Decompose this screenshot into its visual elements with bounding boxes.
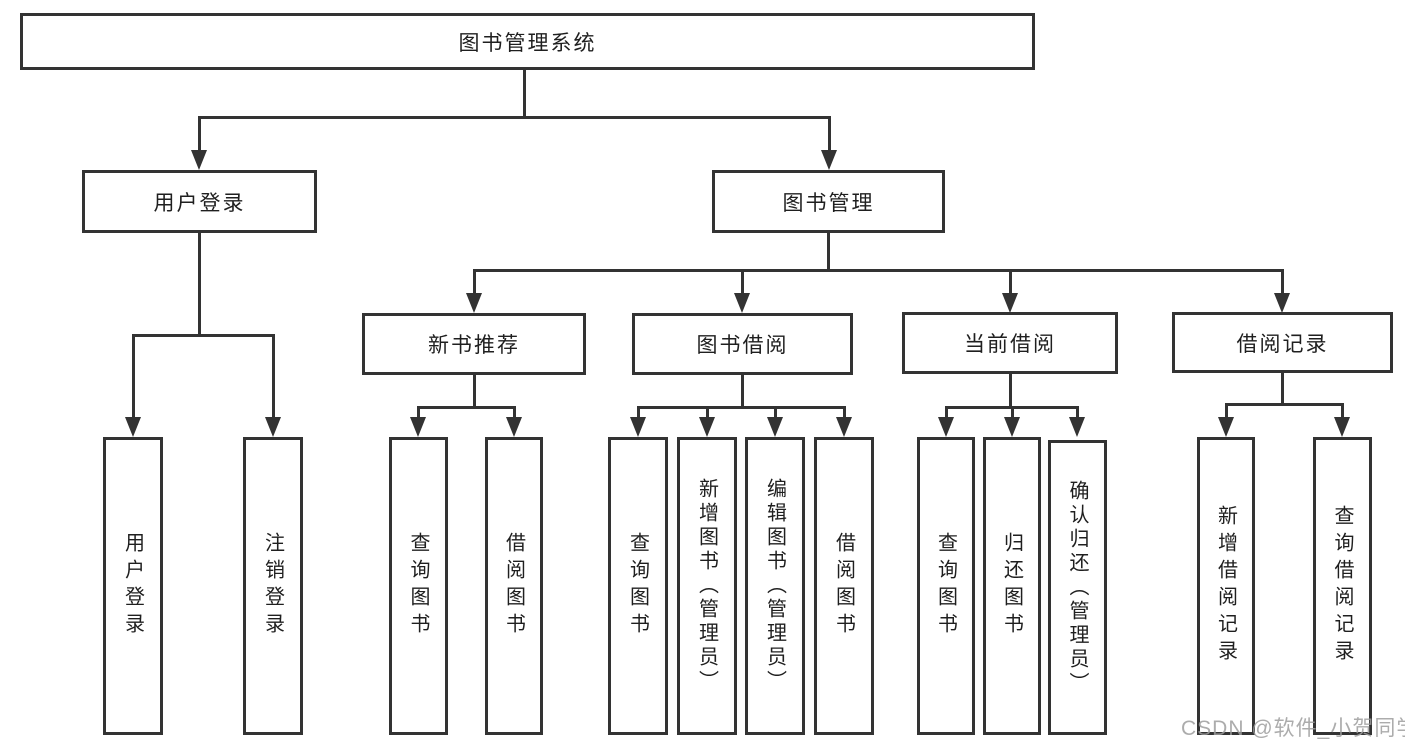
connector-line — [272, 334, 275, 419]
connector-line — [1076, 406, 1079, 419]
leaf-label: 借阅图书 — [502, 532, 525, 640]
leaf-label: 借阅图书 — [832, 532, 855, 640]
leaf-edit-book-admin: 编辑图书（管理员） — [745, 437, 805, 735]
node-book-management: 图书管理 — [712, 170, 945, 233]
leaf-label: 查询图书 — [626, 532, 649, 640]
connector-line — [843, 406, 846, 419]
leaf-logout: 注销登录 — [243, 437, 303, 735]
connector-line — [828, 116, 831, 152]
arrow-down-icon — [1004, 417, 1020, 437]
arrow-down-icon — [466, 293, 482, 313]
connector-line — [741, 375, 744, 409]
connector-line — [1281, 269, 1284, 294]
arrow-down-icon — [191, 150, 207, 170]
arrow-down-icon — [1218, 417, 1234, 437]
leaf-label: 编辑图书（管理员） — [763, 478, 786, 694]
arrow-down-icon — [767, 417, 783, 437]
leaf-query-books-recommend: 查询图书 — [389, 437, 448, 735]
leaf-label: 查询图书 — [407, 532, 429, 640]
arrow-down-icon — [630, 417, 646, 437]
connector-line — [1225, 403, 1228, 419]
leaf-label: 用户登录 — [121, 532, 144, 640]
connector-line — [473, 375, 476, 409]
leaf-label: 确认归还（管理员） — [1066, 479, 1088, 696]
connector-line — [198, 233, 201, 336]
connector-line — [637, 406, 846, 409]
arrow-down-icon — [125, 417, 141, 437]
connector-line — [523, 70, 526, 118]
arrow-down-icon — [1002, 293, 1018, 313]
arrow-down-icon — [1334, 417, 1350, 437]
node-library-management-system: 图书管理系统 — [20, 13, 1035, 70]
connector-line — [417, 406, 420, 419]
leaf-label: 查询借阅记录 — [1331, 505, 1353, 667]
connector-line — [1011, 406, 1014, 419]
connector-line — [1009, 374, 1012, 409]
arrow-down-icon — [734, 293, 750, 313]
connector-line — [827, 233, 830, 271]
connector-line — [473, 269, 476, 294]
leaf-label: 查询图书 — [934, 532, 957, 640]
leaf-borrow-books-borrowing: 借阅图书 — [814, 437, 874, 735]
connector-line — [1281, 373, 1284, 406]
connector-line — [132, 334, 135, 419]
leaf-add-book-admin: 新增图书（管理员） — [677, 437, 737, 735]
connector-line — [198, 116, 831, 119]
leaf-borrow-books-recommend: 借阅图书 — [485, 437, 543, 735]
connector-line — [1341, 403, 1344, 419]
connector-line — [513, 406, 516, 419]
arrow-down-icon — [821, 150, 837, 170]
leaf-add-borrow-record: 新增借阅记录 — [1197, 437, 1255, 735]
connector-line — [1009, 269, 1012, 294]
node-user-login: 用户登录 — [82, 170, 317, 233]
connector-line — [706, 406, 709, 419]
connector-line — [132, 334, 275, 337]
leaf-query-borrow-record: 查询借阅记录 — [1313, 437, 1372, 735]
connector-line — [417, 406, 516, 409]
arrow-down-icon — [265, 417, 281, 437]
node-borrowing-records: 借阅记录 — [1172, 312, 1393, 373]
connector-line — [774, 406, 777, 419]
connector-line — [473, 269, 1284, 272]
leaf-user-login: 用户登录 — [103, 437, 163, 735]
node-new-book-recommend: 新书推荐 — [362, 313, 586, 375]
connector-line — [1225, 403, 1344, 406]
connector-line — [945, 406, 948, 419]
arrow-down-icon — [938, 417, 954, 437]
arrow-down-icon — [699, 417, 715, 437]
leaf-label: 注销登录 — [261, 532, 284, 640]
leaf-confirm-return-admin: 确认归还（管理员） — [1048, 440, 1107, 735]
leaf-label: 归还图书 — [1000, 532, 1023, 640]
leaf-label: 新增图书（管理员） — [695, 478, 718, 694]
leaf-label: 新增借阅记录 — [1214, 505, 1237, 667]
arrow-down-icon — [410, 417, 426, 437]
node-current-borrowing: 当前借阅 — [902, 312, 1118, 374]
arrow-down-icon — [1274, 293, 1290, 313]
connector-line — [198, 116, 201, 152]
connector-line — [741, 269, 744, 294]
connector-line — [637, 406, 640, 419]
arrow-down-icon — [1069, 417, 1085, 437]
arrow-down-icon — [836, 417, 852, 437]
leaf-query-books-borrowing: 查询图书 — [608, 437, 668, 735]
watermark-text: CSDN @软件_小贺同学 — [1181, 717, 1405, 740]
node-book-borrowing: 图书借阅 — [632, 313, 853, 375]
leaf-query-books-current: 查询图书 — [917, 437, 975, 735]
arrow-down-icon — [506, 417, 522, 437]
leaf-return-book: 归还图书 — [983, 437, 1041, 735]
